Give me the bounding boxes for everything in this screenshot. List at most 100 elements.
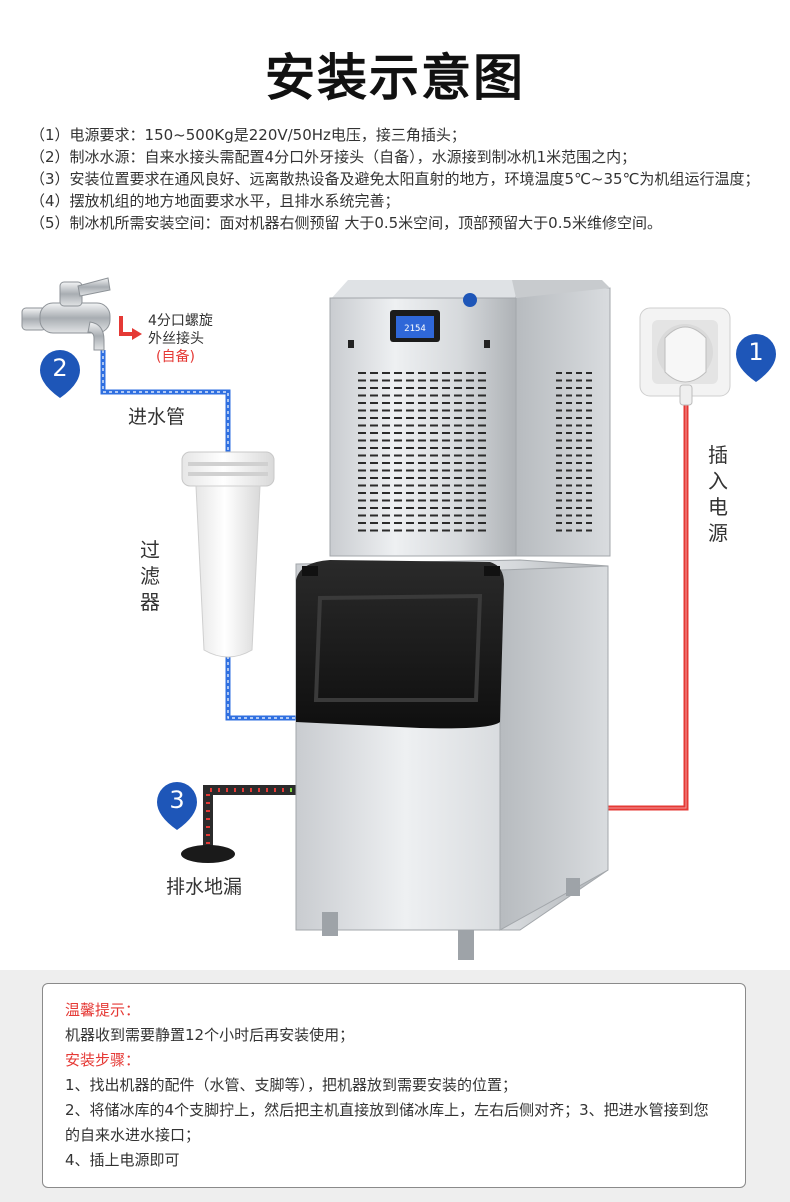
vent-slot (556, 500, 562, 502)
vent-slot (442, 455, 450, 457)
vent-slot (394, 522, 402, 524)
vent-slot (576, 387, 582, 389)
vent-slot (394, 372, 402, 374)
vent-slot (358, 417, 366, 419)
vent-slot (478, 380, 486, 382)
pin-2-number: 2 (40, 354, 80, 382)
vent-slot (566, 455, 572, 457)
vent-slot (566, 515, 572, 517)
vent-slot (586, 470, 592, 472)
vent-slot (478, 515, 486, 517)
vent-slot (406, 455, 414, 457)
vent-slot (406, 522, 414, 524)
vent-slot (406, 515, 414, 517)
vent-slot (418, 425, 426, 427)
vent-slot (382, 380, 390, 382)
vent-slot (566, 402, 572, 404)
vent-slot (370, 417, 378, 419)
vent-slot (370, 455, 378, 457)
vent-slot (406, 492, 414, 494)
vent-slot (418, 530, 426, 532)
vent-slot (382, 395, 390, 397)
vent-slot (454, 500, 462, 502)
vent-slot (370, 530, 378, 532)
vent-slot (370, 492, 378, 494)
vent-slot (406, 462, 414, 464)
vent-slot (566, 507, 572, 509)
water-pipe-label: 进水管 (128, 402, 185, 429)
vent-slot (466, 470, 474, 472)
vent-slot (556, 462, 562, 464)
vent-slot (442, 462, 450, 464)
vent-slot (394, 507, 402, 509)
vent-slot (382, 440, 390, 442)
vent-slot (382, 455, 390, 457)
vent-slot (358, 507, 366, 509)
vent-slot (442, 500, 450, 502)
vent-slot (430, 380, 438, 382)
vent-slot (406, 507, 414, 509)
vent-slot (566, 462, 572, 464)
vent-slot (454, 380, 462, 382)
vent-slot (454, 387, 462, 389)
vent-slot (576, 380, 582, 382)
vent-slot (566, 417, 572, 419)
vent-slot (478, 402, 486, 404)
vent-slot (370, 387, 378, 389)
vent-slot (566, 470, 572, 472)
vent-slot (418, 440, 426, 442)
vent-slot (418, 380, 426, 382)
vent-slot (358, 470, 366, 472)
vent-slot (418, 470, 426, 472)
install-step-1: 1、找出机器的配件（水管、支脚等），把机器放到需要安装的位置； (65, 1073, 723, 1098)
vent-slot (586, 485, 592, 487)
vent-slot (418, 522, 426, 524)
vent-slot (442, 492, 450, 494)
vent-slot (442, 522, 450, 524)
vent-slot (442, 372, 450, 374)
vent-slot (382, 515, 390, 517)
vent-slot (394, 470, 402, 472)
vent-slot (382, 447, 390, 449)
vent-slot (358, 425, 366, 427)
vent-slot (358, 530, 366, 532)
installation-illustration: 2154 (0, 0, 790, 980)
vent-slot (394, 447, 402, 449)
vent-slot (566, 492, 572, 494)
vent-slot (454, 447, 462, 449)
vent-slot (382, 372, 390, 374)
vent-slot (566, 530, 572, 532)
vent-slot (394, 462, 402, 464)
faucet-icon (22, 278, 110, 350)
vent-slot (454, 402, 462, 404)
vent-slot (478, 470, 486, 472)
vent-slot (566, 410, 572, 412)
fitting-line-2: 外丝接头 (148, 330, 213, 348)
tips-box: 温馨提示： 机器收到需要静置12个小时后再安装使用； 安装步骤： 1、找出机器的… (42, 983, 746, 1188)
vent-slot (442, 417, 450, 419)
vent-slot (466, 417, 474, 419)
vent-slot (430, 485, 438, 487)
vent-slot (406, 447, 414, 449)
vent-slot (358, 515, 366, 517)
vent-slot (478, 432, 486, 434)
vent-slot (478, 387, 486, 389)
install-steps-title: 安装步骤： (65, 1048, 723, 1073)
vent-slot (466, 402, 474, 404)
vent-slot (358, 387, 366, 389)
vent-slot (556, 485, 562, 487)
vent-slot (556, 470, 562, 472)
vent-slot (576, 500, 582, 502)
vent-slot (466, 462, 474, 464)
vent-slot (418, 387, 426, 389)
vent-slot (566, 447, 572, 449)
vent-slot (478, 485, 486, 487)
vent-slot (418, 447, 426, 449)
vent-slot (406, 410, 414, 412)
vent-slot (576, 485, 582, 487)
vent-slot (478, 425, 486, 427)
vent-slot (478, 500, 486, 502)
ice-storage-bin (296, 560, 608, 930)
warm-tips-title: 温馨提示： (65, 998, 723, 1023)
vent-slot (454, 485, 462, 487)
